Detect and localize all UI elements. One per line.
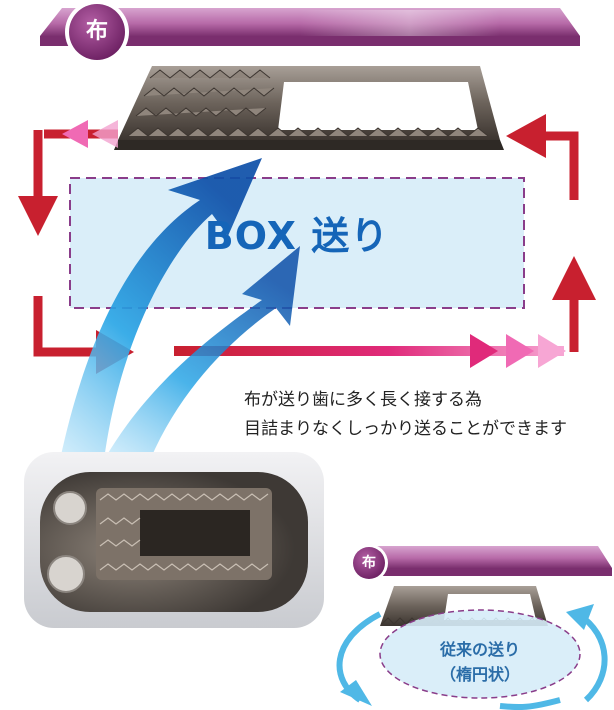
- conventional-fabric-badge: [350, 544, 388, 582]
- elliptical-region: [379, 609, 581, 699]
- conventional-fabric-label: 布: [362, 555, 376, 571]
- feed-dog-image: [114, 66, 504, 150]
- fabric-badge: [65, 0, 129, 64]
- conventional-feed-label: 従来の送り: [439, 640, 520, 659]
- fabric-plate: [40, 8, 580, 46]
- fabric-label: 布: [85, 19, 108, 44]
- description-line-1: 布が送り歯に多く長く接する為: [244, 390, 482, 410]
- zoom-beam: [60, 158, 300, 460]
- box-feed-label: BOX 送り: [204, 214, 390, 258]
- conventional-fabric-plate: [358, 546, 612, 576]
- description-line-2: 目詰まりなくしっかり送ることができます: [244, 419, 567, 439]
- feed-dog-photo: [24, 452, 324, 628]
- conventional-feed-sublabel: （楕円状）: [439, 665, 520, 684]
- elliptical-cycle-arrows: [336, 604, 608, 710]
